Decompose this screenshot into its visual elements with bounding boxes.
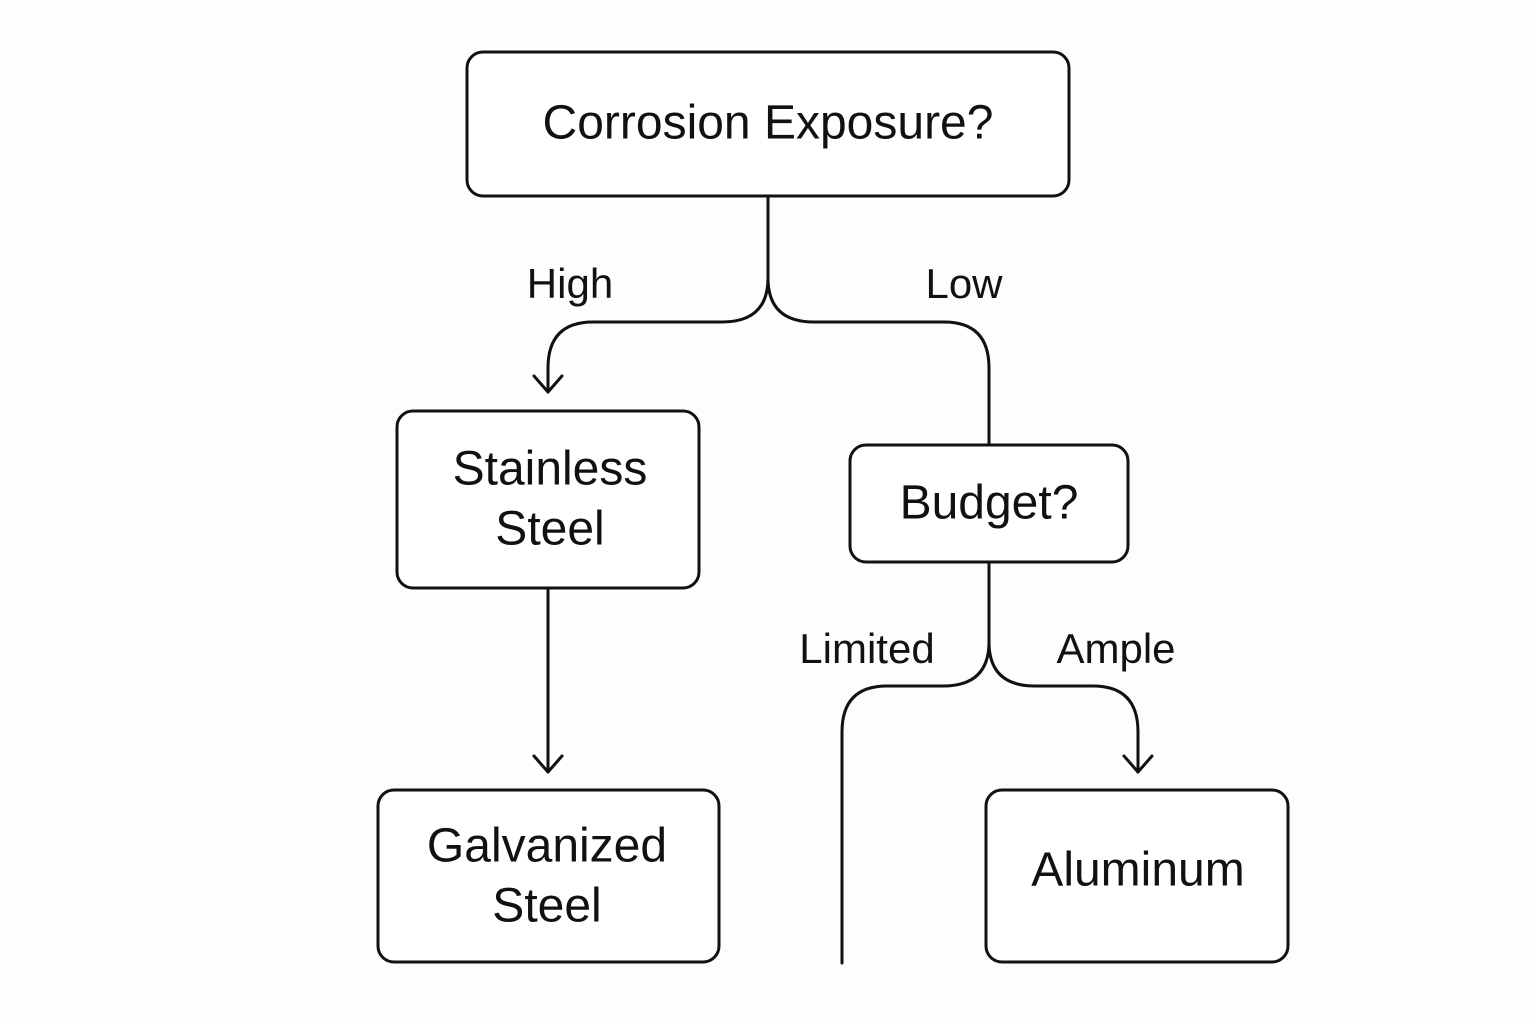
node-label-line1: Stainless bbox=[453, 443, 648, 496]
node-corrosion-exposure: Corrosion Exposure? bbox=[465, 50, 1071, 198]
arrowhead-galvanized bbox=[532, 754, 564, 774]
connectors bbox=[532, 196, 1154, 965]
connector-limited-branch bbox=[840, 561, 991, 965]
connector-low-branch bbox=[766, 276, 991, 445]
node-aluminum: Aluminum bbox=[984, 788, 1290, 964]
edge-label-high: High bbox=[527, 260, 613, 307]
arrowhead-high bbox=[532, 374, 564, 394]
node-box bbox=[465, 50, 1071, 198]
node-label: Corrosion Exposure? bbox=[543, 97, 994, 150]
node-box bbox=[376, 788, 721, 964]
node-label-line1: Galvanized bbox=[427, 820, 667, 873]
edge-label-low: Low bbox=[925, 260, 1003, 307]
node-box bbox=[984, 788, 1290, 964]
node-label: Budget? bbox=[900, 477, 1079, 530]
node-box bbox=[395, 409, 701, 590]
node-box bbox=[848, 443, 1130, 564]
connector-ample-branch bbox=[987, 640, 1140, 774]
node-budget: Budget? bbox=[848, 443, 1130, 564]
edge-label-limited: Limited bbox=[799, 625, 934, 672]
node-label-line2: Steel bbox=[495, 503, 604, 556]
node-stainless-steel: Stainless Steel bbox=[395, 409, 701, 590]
node-label: Aluminum bbox=[1031, 844, 1244, 897]
node-label-line2: Steel bbox=[492, 880, 601, 933]
edge-label-ample: Ample bbox=[1056, 625, 1175, 672]
arrowhead-aluminum bbox=[1122, 754, 1154, 774]
edge-labels: High Low Limited Ample bbox=[527, 260, 1176, 672]
connector-high-branch bbox=[546, 196, 770, 394]
node-galvanized-steel: Galvanized Steel bbox=[376, 788, 721, 964]
